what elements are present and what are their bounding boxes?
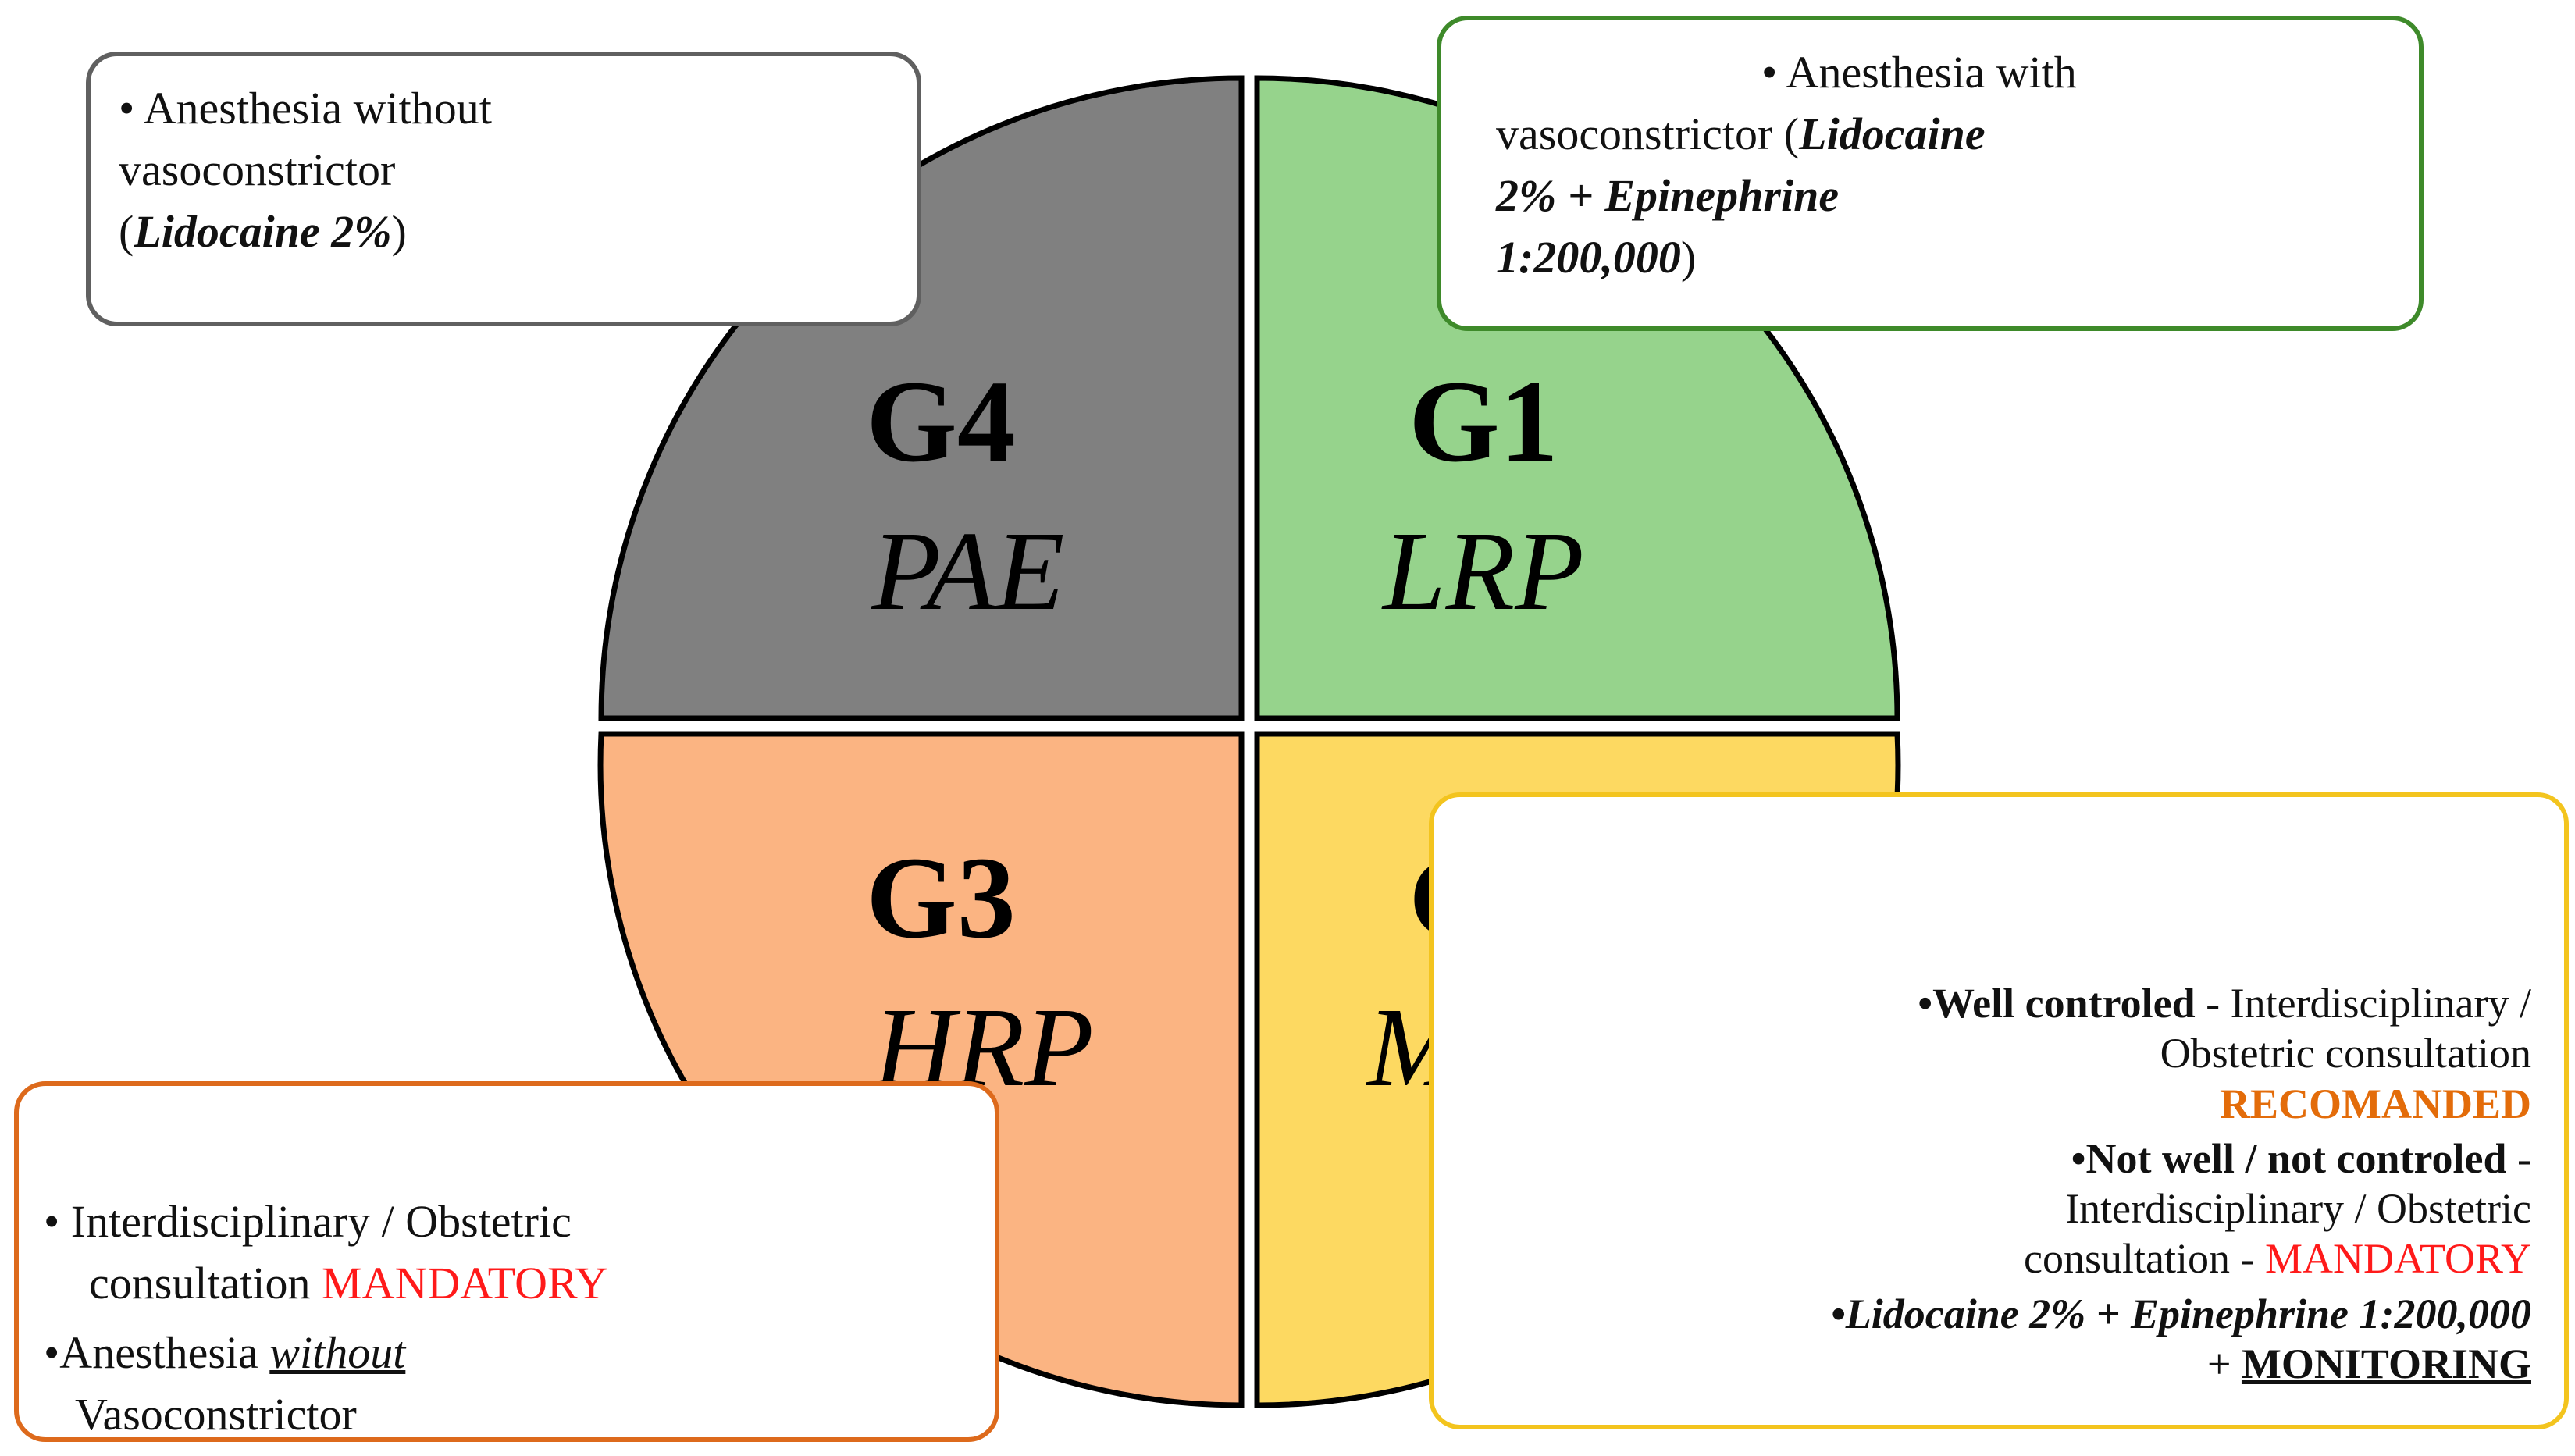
g4-line3: (Lidocaine 2%) [119,201,893,263]
g2-drug: •Lidocaine 2% + Epinephrine 1:200,000 [1830,1290,2531,1337]
g2-note-box: •Well controled - Interdisciplinary /Obs… [1429,792,2569,1429]
g4-paren-close: ) [391,205,407,257]
g2-recommended-flag: RECOMANDED [2220,1080,2531,1127]
g2-bullet3: •Lidocaine 2% + Epinephrine 1:200,000+ M… [1751,1289,2531,1390]
g3-bullet1-line1: • Interdisciplinary / Obstetric [44,1196,572,1247]
g3-mandatory-flag: MANDATORY [322,1257,608,1308]
g1-line1: • Anesthesia with [1761,47,2077,98]
label-g3: G3 [866,833,1016,963]
g1-line2: vasoconstrictor (Lidocaine [1496,104,2395,166]
g1-drug3: 1:200,000 [1496,231,1681,283]
g2-bullet2: •Not well / not controled -Interdiscipli… [1751,1134,2531,1284]
g2-note-content: •Well controled - Interdisciplinary /Obs… [1751,978,2531,1394]
g3-consultation: consultation [89,1257,322,1308]
g1-line3: 2% + Epinephrine [1496,166,2395,227]
label-g1: G1 [1409,357,1558,486]
g4-line1: • Anesthesia without [119,83,492,133]
g2-not-controlled: •Not well / not controled [2071,1134,2507,1182]
g3-bullet2-line1: •Anesthesia without [44,1323,971,1384]
g1-drug2: 2% + Epinephrine [1496,169,1840,221]
g2-well-controlled: •Well controled [1918,980,2196,1027]
g2-monitoring-flag: MONITORING [2241,1340,2531,1387]
g4-paren-open: ( [119,205,134,257]
g3-anesthesia: •Anesthesia [44,1326,270,1378]
g4-note-box: • Anesthesia without vasoconstrictor (Li… [86,52,921,326]
g2-b2-line2: Interdisciplinary / Obstetric [2065,1185,2531,1232]
g2-b2-line3: consultation - [2023,1235,2265,1283]
g2-b2-dash: - [2506,1134,2531,1182]
g2-plus: + [2206,1340,2242,1387]
g1-line4: 1:200,000) [1496,227,2395,289]
g2-b1-line2: Obstetric consultation [2160,1030,2531,1077]
g2-b1-rest: - Interdisciplinary / [2195,980,2531,1027]
g4-drug: Lidocaine 2% [134,205,392,257]
g2-mandatory-flag: MANDATORY [2264,1235,2531,1283]
g3-bullet2-line2: Vasoconstrictor [75,1388,357,1440]
label-g4: G4 [866,357,1016,486]
g3-bullet1-line2: consultation MANDATORY [89,1253,971,1315]
g2-bullet1: •Well controled - Interdisciplinary /Obs… [1751,978,2531,1129]
abbr-pae: PAE [871,509,1064,634]
g1-note-box: • Anesthesia with vasoconstrictor (Lidoc… [1437,16,2424,331]
g3-note-box: • Interdisciplinary / Obstetric consulta… [14,1081,999,1442]
g1-paren-close: ) [1680,231,1697,283]
g4-line2: vasoconstrictor [119,144,396,195]
g1-line2-text: vasoconstrictor ( [1496,108,1800,159]
g3-without: without [269,1326,406,1378]
abbr-lrp: LRP [1381,509,1584,634]
g1-drug1: Lidocaine [1799,108,1986,159]
